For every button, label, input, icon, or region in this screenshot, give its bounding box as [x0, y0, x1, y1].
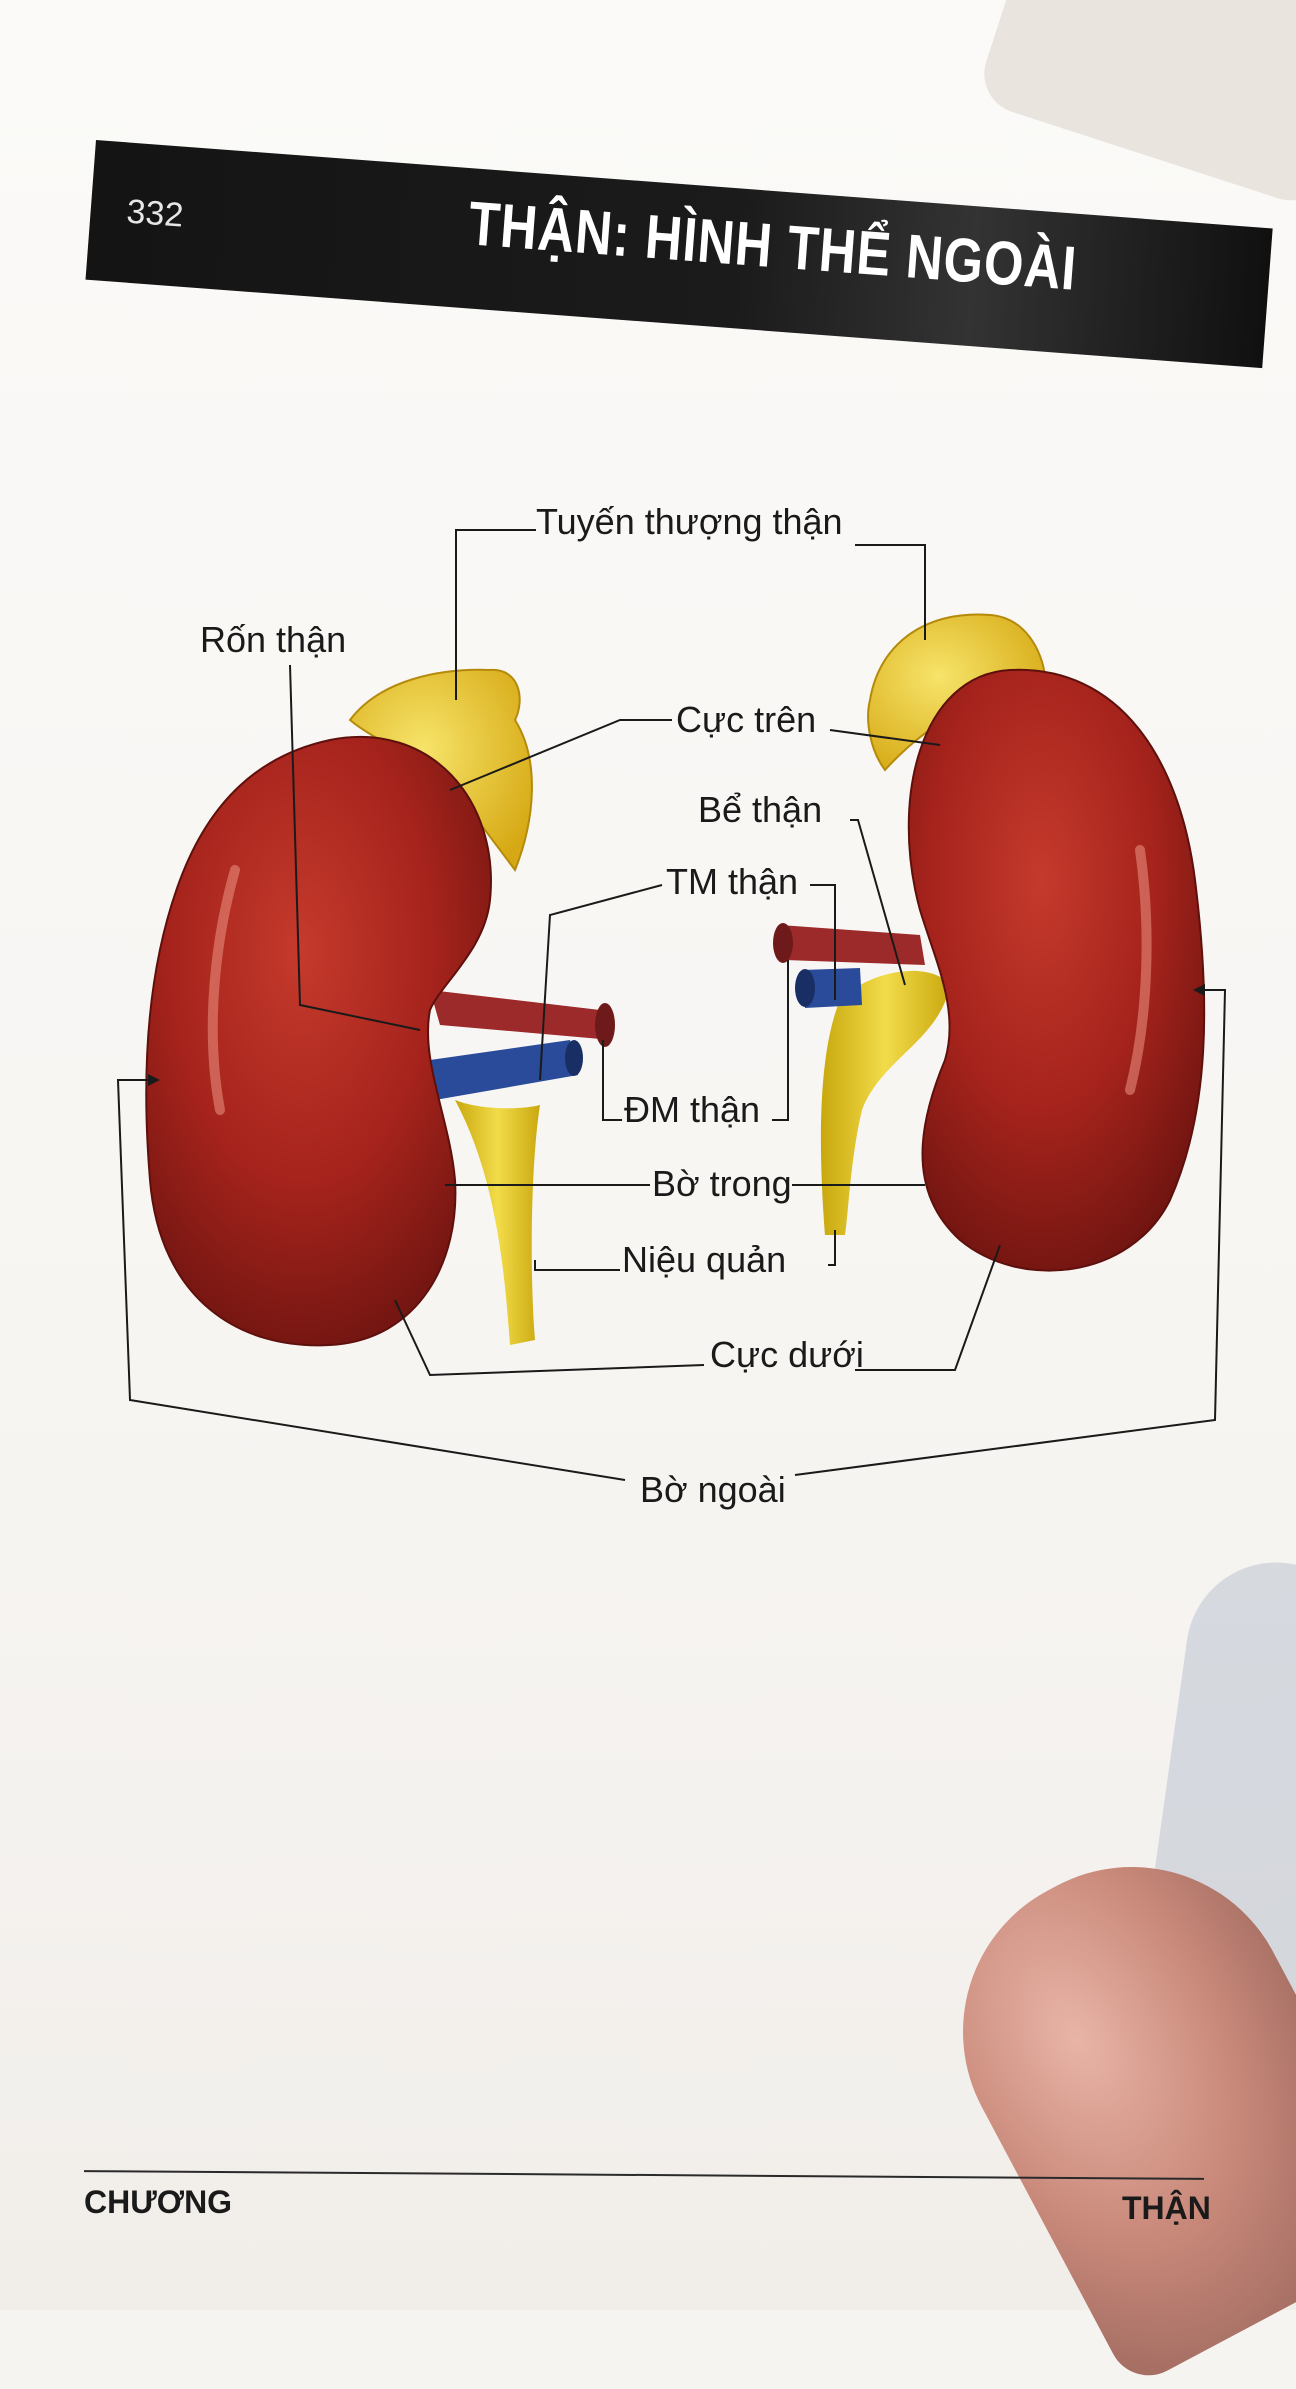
leader-renal-artery-right [772, 960, 789, 1121]
label-adrenal-gland: Tuyến thượng thận [536, 501, 843, 542]
left-kidney-highlight [207, 865, 240, 1115]
leader-hilum [289, 664, 421, 1031]
right-renal-artery [780, 925, 925, 965]
leader-lower-pole-left [394, 1299, 705, 1377]
label-lower-pole: Cực dưới [710, 1334, 864, 1375]
left-renal-vein-end [565, 1040, 583, 1076]
leader-renal-vein-right [810, 884, 836, 1000]
left-renal-artery-end [595, 1003, 615, 1047]
leader-ureter-right [828, 1230, 836, 1266]
leader-upper-pole-right [829, 729, 941, 746]
leader-pelvis [850, 819, 906, 986]
label-hilum: Rốn thận [200, 619, 347, 660]
leader-lateral-border-right [794, 989, 1227, 1476]
label-upper-pole: Cực trên [676, 699, 817, 740]
leader-adrenal-left [455, 529, 536, 700]
footer-chapter: CHƯƠNG [84, 2184, 233, 2220]
arrowhead-right [1193, 984, 1205, 996]
leader-upper-pole-left [449, 719, 672, 791]
leader-lines [116, 529, 1227, 1481]
label-lateral-border: Bờ ngoài [640, 1469, 786, 1510]
left-ureter [455, 1100, 540, 1345]
left-kidney-group [145, 668, 615, 1347]
right-kidney-group [773, 613, 1206, 1272]
leader-ureter-left [534, 1260, 620, 1271]
label-renal-vein: TM thận [666, 861, 799, 902]
kidney-illustration [116, 529, 1227, 1481]
right-renal-vein [802, 968, 862, 1008]
left-kidney [145, 735, 492, 1347]
leader-adrenal-right [855, 544, 926, 640]
right-kidney-highlight [1125, 845, 1152, 1095]
left-renal-vein [430, 1040, 578, 1100]
label-renal-pelvis: Bể thận [698, 789, 823, 830]
arrowhead-left [148, 1074, 160, 1086]
leader-lateral-border-left [116, 1079, 626, 1481]
label-renal-artery: ĐM thận [624, 1089, 761, 1130]
leader-renal-vein-left [539, 884, 663, 1081]
label-medial-border: Bờ trong [652, 1163, 792, 1204]
leader-renal-artery-left [602, 1040, 622, 1121]
footer-section: THẬN [1122, 2190, 1211, 2226]
right-kidney [907, 668, 1206, 1272]
right-ureter [820, 970, 950, 1235]
right-renal-artery-end [773, 923, 793, 963]
leader-lower-pole-right [855, 1244, 1001, 1371]
label-ureter: Niệu quản [622, 1239, 787, 1280]
right-renal-vein-end [795, 969, 815, 1007]
left-renal-artery [430, 990, 612, 1040]
